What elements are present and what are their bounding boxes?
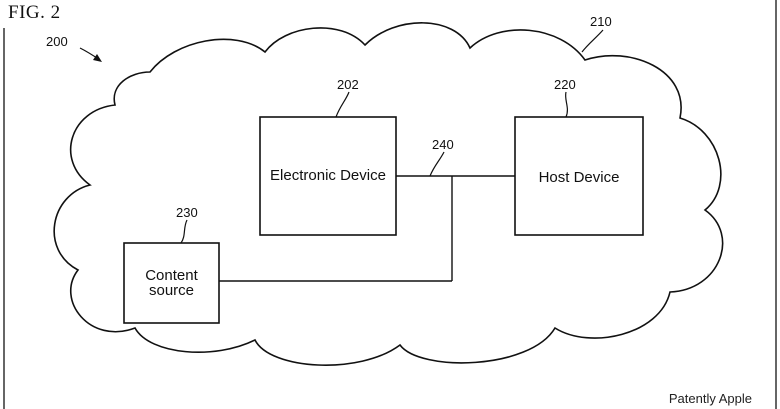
ref-210: 210 [590, 14, 612, 29]
ref-220: 220 [554, 77, 576, 92]
watermark-text: Patently Apple [668, 391, 752, 406]
ref-240: 240 [432, 137, 454, 152]
arrowhead-200 [93, 54, 102, 62]
leader-202 [335, 91, 350, 118]
leader-240 [429, 151, 445, 177]
host-device-label: Host Device [538, 169, 620, 186]
host-device-box [514, 116, 644, 236]
ref-230: 230 [176, 205, 198, 220]
electronic-device-label: Electronic Device [270, 167, 386, 184]
figure-title: FIG. 2 [8, 2, 61, 23]
content-source-label-line2: source [148, 282, 195, 299]
leader-220 [564, 91, 569, 118]
ref-200: 200 [46, 34, 68, 49]
leader-210 [581, 29, 604, 53]
leader-230 [180, 219, 188, 244]
network-cloud [53, 22, 724, 366]
content-source-box [123, 242, 220, 324]
ref-202: 202 [337, 77, 359, 92]
electronic-device-box [259, 116, 397, 236]
content-source-label-line1: Content [145, 267, 198, 284]
